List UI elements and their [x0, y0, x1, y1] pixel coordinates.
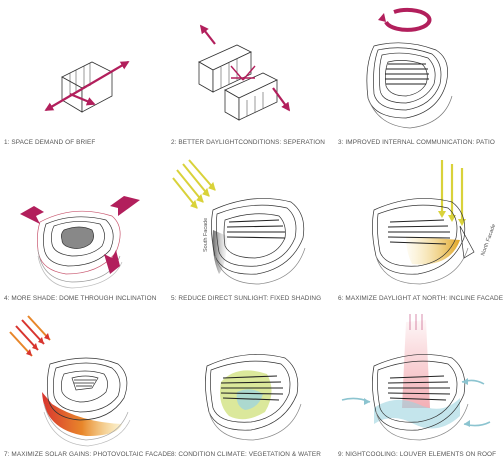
panel-9-caption: 9: NIGHTCOOLING: LOUVER ELEMENTS ON ROOF — [338, 451, 497, 458]
panel-2-caption: 2: BETTER DAYLIGHTCONDITIONS: SEPERATION — [171, 139, 325, 146]
panel-1-caption: 1: SPACE DEMAND OF BRIEF — [4, 139, 96, 146]
separation-arrows-icon — [199, 24, 291, 112]
panel-6: North Facade 6: MAXIMIZE DAYLIGHT AT NOR… — [334, 156, 503, 312]
panel-7: 7: MAXIMIZE SOLAR GAINS: PHOTOVOLTAIC FA… — [0, 312, 172, 468]
inward-arrows-icon — [20, 196, 140, 274]
panel-5-caption: 5: REDUCE DIRECT SUNLIGHT: FIXED SHADING — [171, 295, 322, 302]
fixed-shading-diagram: South Facade — [172, 159, 306, 285]
dome-inclination-diagram — [20, 196, 140, 289]
panel-4: 4: MORE SHADE: DOME THROUGH INCLINATION — [0, 156, 166, 312]
photovoltaic-facade-diagram — [9, 315, 131, 447]
panel-9: 9: NIGHTCOOLING: LOUVER ELEMENTS ON ROOF — [334, 312, 500, 468]
expansion-arrows-icon — [44, 61, 130, 111]
panel-2: 2: BETTER DAYLIGHTCONDITIONS: SEPERATION — [167, 0, 333, 156]
separated-blocks-diagram — [198, 24, 291, 121]
sun-rays-icon — [172, 159, 216, 209]
rotation-arrow-icon — [384, 7, 432, 32]
panel-4-caption: 4: MORE SHADE: DOME THROUGH INCLINATION — [4, 295, 157, 302]
sun-rays-icon — [440, 160, 464, 222]
panel-6-caption: 6: MAXIMIZE DAYLIGHT AT NORTH: INCLINE F… — [338, 295, 503, 302]
panel-8: 8: CONDITION CLIMATE: VEGETATION & WATER — [167, 312, 333, 468]
north-facade-label: North Facade — [480, 223, 497, 256]
massing-block-diagram — [44, 61, 130, 113]
panel-1: 1: SPACE DEMAND OF BRIEF — [0, 0, 166, 156]
panel-5: South Facade 5: REDUCE DIRECT SUNLIGHT: … — [167, 156, 333, 312]
cool-air-flow — [374, 398, 460, 429]
south-facade-label: South Facade — [203, 218, 209, 252]
incline-facade-diagram: North Facade — [372, 160, 497, 285]
panel-3: 3: IMPROVED INTERNAL COMMUNICATION: PATI… — [334, 0, 500, 156]
panel-8-caption: 8: CONDITION CLIMATE: VEGETATION & WATER — [171, 451, 321, 458]
vegetation-water-diagram — [205, 354, 302, 441]
rising-warm-air — [402, 320, 430, 408]
patio-diagram — [366, 7, 453, 129]
panel-7-caption: 7: MAXIMIZE SOLAR GAINS: PHOTOVOLTAIC FA… — [4, 451, 172, 458]
nightcooling-louver-diagram — [341, 314, 491, 441]
panel-3-caption: 3: IMPROVED INTERNAL COMMUNICATION: PATI… — [338, 139, 495, 146]
